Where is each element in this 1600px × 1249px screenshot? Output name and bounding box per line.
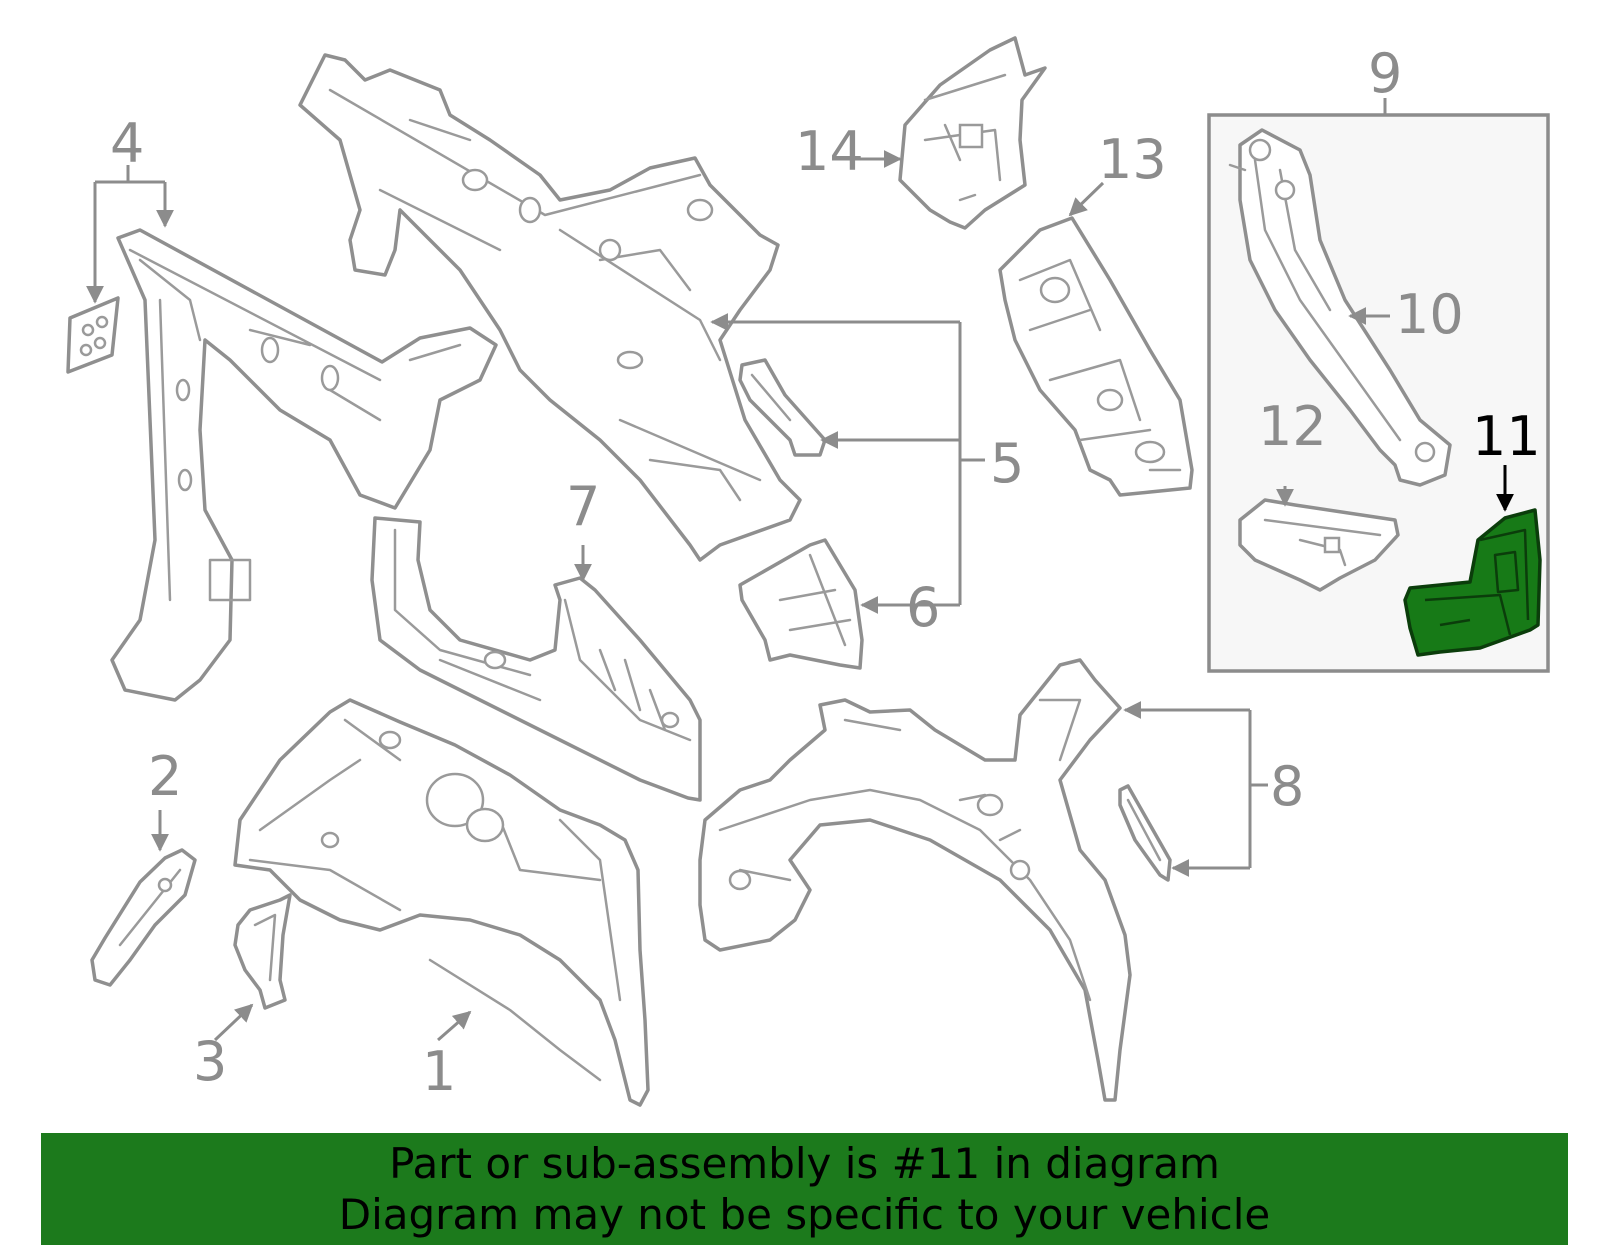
part-13-pillar — [998, 216, 1194, 497]
part-14-panel — [898, 36, 1047, 230]
info-banner: Part or sub-assembly is #11 in diagram D… — [41, 1133, 1568, 1245]
callout-1: 1 — [422, 1040, 456, 1103]
leader-5 — [715, 320, 985, 607]
part-8-wheelhouse — [698, 658, 1132, 1102]
part-12-bracket — [1238, 498, 1400, 592]
callout-5: 5 — [990, 432, 1024, 495]
callout-10: 10 — [1395, 283, 1464, 346]
leader-4 — [93, 165, 165, 300]
leader-8 — [1127, 708, 1268, 870]
callout-14: 14 — [795, 120, 864, 183]
part-3-bracket — [233, 893, 292, 1010]
callout-11: 11 — [1472, 405, 1541, 468]
part-5-small-bracket — [738, 358, 827, 457]
callout-6: 6 — [906, 576, 940, 639]
part-2-bracket — [90, 848, 197, 987]
callout-4: 4 — [110, 112, 144, 175]
part-5-inner-panel — [298, 53, 802, 562]
part-10-pillar — [1228, 128, 1452, 487]
callout-3: 3 — [193, 1030, 227, 1093]
part-8-strip — [1118, 784, 1172, 882]
part-6-panel — [738, 538, 864, 670]
callout-2: 2 — [148, 745, 182, 808]
callout-7: 7 — [566, 475, 600, 538]
part-4-pillar — [110, 228, 498, 702]
callout-13: 13 — [1098, 128, 1167, 191]
callout-8: 8 — [1270, 755, 1304, 818]
part-11-highlighted — [1403, 508, 1542, 657]
callout-9: 9 — [1368, 42, 1402, 105]
part-4-bracket — [66, 296, 120, 374]
callout-12: 12 — [1258, 395, 1327, 458]
banner-line-2: Diagram may not be specific to your vehi… — [338, 1190, 1271, 1239]
part-7-panel — [370, 516, 702, 802]
banner-line-1: Part or sub-assembly is #11 in diagram — [389, 1139, 1220, 1188]
part-1-wheelhouse — [233, 698, 650, 1107]
